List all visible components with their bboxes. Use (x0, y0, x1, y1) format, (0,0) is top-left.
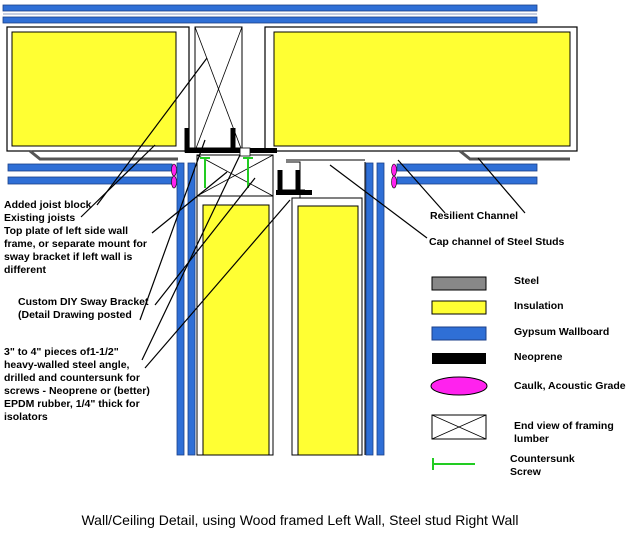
legend-label-caulk: Caulk, Acoustic Grade (514, 380, 626, 392)
legend-swatch-gypsum (431, 326, 487, 341)
label-sway-bracket-line1: Custom DIY Sway Bracket (18, 296, 149, 308)
left-wall-gypsum (176, 162, 196, 456)
caulk-bead-right-1 (391, 163, 397, 177)
label-added-joist-block: Added joist block (4, 199, 92, 211)
lower-ceiling-gypsum-left (7, 163, 173, 185)
legend-swatches (430, 276, 488, 470)
left-wall-top-plate (196, 154, 274, 197)
legend-label-gypsum: Gypsum Wallboard (514, 326, 610, 338)
ceiling-gypsum-layers (2, 4, 538, 24)
legend-swatch-lumber (431, 414, 487, 440)
countersunk-screws (200, 157, 253, 188)
caulk-bead-left-1 (171, 163, 177, 177)
left-wall-stud (196, 195, 274, 456)
legend-label-neoprene: Neoprene (514, 351, 563, 363)
diagram-caption: Wall/Ceiling Detail, using Wood framed L… (81, 512, 519, 528)
sway-bracket (184, 128, 312, 195)
legend-swatch-screw (432, 458, 475, 470)
resilient-channel-left (29, 149, 178, 161)
lower-ceiling-gypsum-right (396, 163, 538, 185)
caulk-bead-left-2 (171, 175, 177, 189)
right-wall-gypsum (365, 162, 385, 456)
legend-label-insulation: Insulation (514, 300, 564, 312)
legend-swatch-neoprene (432, 353, 486, 364)
label-top-plate: Top plate of left side wall frame, or se… (4, 225, 147, 276)
legend-swatch-insulation (431, 300, 487, 315)
cap-channel-steel-stud (286, 159, 366, 456)
legend-label-screw: Countersunk Screw (510, 453, 575, 478)
legend-label-steel: Steel (514, 275, 540, 287)
leader-lines (80, 57, 526, 369)
right-ceiling-joist (264, 26, 578, 152)
legend-swatch-caulk (430, 376, 488, 396)
label-sway-bracket-line2: (Detail Drawing posted (18, 309, 132, 321)
label-existing-joists: Existing joists (4, 212, 76, 224)
legend-swatch-steel (431, 276, 487, 291)
label-resilient-channel: Resilient Channel (430, 210, 519, 222)
label-cap-channel: Cap channel of Steel Studs (429, 236, 565, 248)
label-steel-angle-pieces: 3" to 4" pieces of1-1/2" heavy-walled st… (4, 346, 150, 423)
caulk-bead-right-2 (391, 175, 397, 189)
left-ceiling-joist (6, 26, 190, 152)
resilient-channel-right (459, 149, 570, 161)
legend-label-lumber: End view of framing lumber (514, 420, 614, 445)
